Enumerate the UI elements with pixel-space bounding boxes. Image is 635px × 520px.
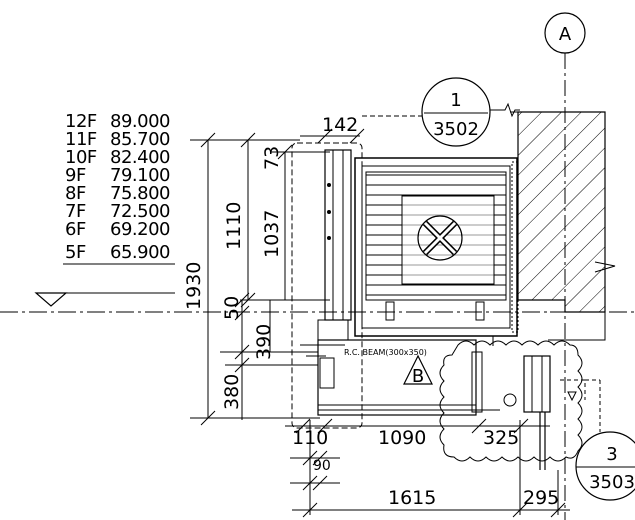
level-floor: 8F: [65, 183, 86, 204]
dim-390: 390: [253, 324, 275, 360]
beam-note: R.C. BEAM(300x350): [344, 348, 427, 357]
zone-tag: B: [412, 366, 424, 387]
callout-sheet: 3503: [589, 472, 635, 493]
level-floor: 11F: [65, 129, 97, 150]
grid-line-a: A: [544, 12, 586, 520]
level-elevation: 72.500: [110, 201, 170, 222]
callout-number: 1: [450, 90, 461, 111]
concrete-beam: B R.C. BEAM(300x350): [306, 339, 500, 416]
level-elevation: 85.700: [110, 129, 170, 150]
vertical-dimensions: 1930 1110 1037 73 50 390 380: [183, 132, 330, 426]
level-elevation: 89.000: [110, 111, 170, 132]
grid-bubble-label: A: [559, 24, 572, 45]
level-elevation: 82.400: [110, 147, 170, 168]
dim-1090: 1090: [378, 427, 426, 449]
ac-unit: [354, 157, 519, 337]
dim-1615: 1615: [388, 487, 436, 509]
level-floor: 7F: [65, 201, 86, 222]
dim-325: 325: [483, 427, 519, 449]
level-floor: 12F: [65, 111, 97, 132]
callout-number: 3: [606, 444, 617, 465]
level-floor: 9F: [65, 165, 86, 186]
dim-90: 90: [313, 458, 331, 474]
level-floor: 5F: [65, 242, 86, 263]
dim-380: 380: [221, 374, 243, 410]
level-elevation: 79.100: [110, 165, 170, 186]
level-elevation: 75.800: [110, 183, 170, 204]
revision-cloud: [439, 336, 586, 470]
dim-142: 142: [322, 114, 358, 136]
level-floor: 10F: [65, 147, 97, 168]
dim-73: 73: [261, 146, 283, 170]
steel-frame: [300, 149, 352, 346]
enclosure-outline: [291, 142, 363, 429]
level-elevation: 69.200: [110, 219, 170, 240]
dim-1930: 1930: [183, 262, 205, 310]
dim-50: 50: [221, 296, 243, 320]
level-list: 12F 89.000 11F 85.700 10F 82.400 9F 79.1…: [63, 111, 175, 265]
detail-callout-1: 1 3502: [362, 77, 520, 147]
dim-1110: 1110: [223, 202, 245, 250]
floor-datum-line: [0, 292, 635, 313]
concrete-wall: [510, 111, 616, 341]
callout-sheet: 3502: [433, 119, 479, 140]
dim-1037: 1037: [261, 210, 283, 258]
level-floor: 6F: [65, 219, 86, 240]
dim-295: 295: [523, 487, 559, 509]
horizontal-dimensions: 142 110 1090 325 90 1615 295: [285, 114, 570, 518]
level-elevation: 65.900: [110, 242, 170, 263]
detail-callout-3: 3 3503: [575, 379, 635, 501]
